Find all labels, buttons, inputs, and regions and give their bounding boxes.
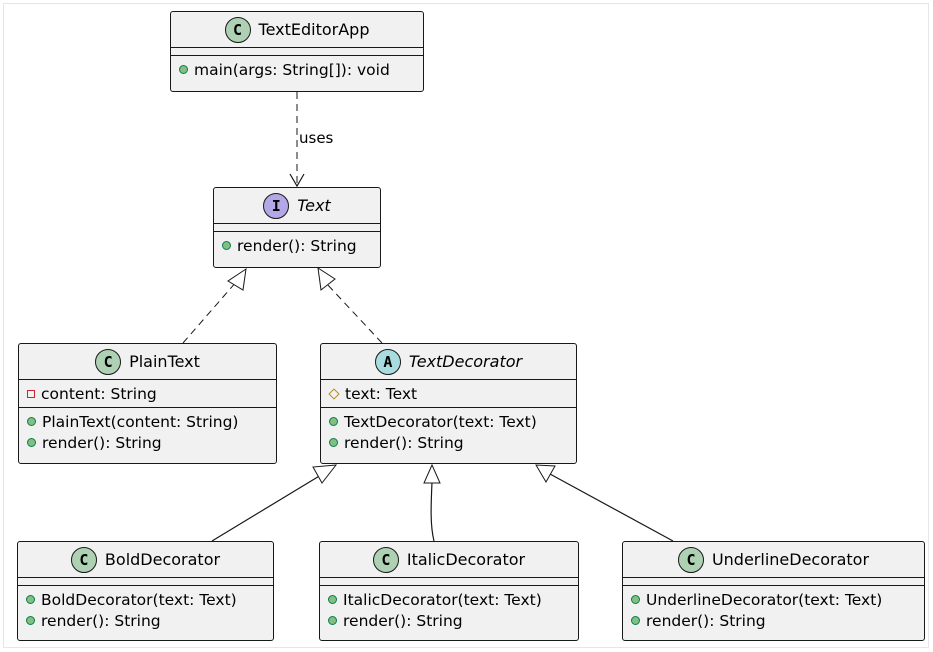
- class-name: Text: [297, 196, 331, 215]
- field-text: content: String: [41, 384, 157, 403]
- class-name: TextDecorator: [408, 352, 523, 371]
- methods-section: BoldDecorator(text: Text) render(): Stri…: [18, 586, 273, 634]
- public-visibility-icon: [27, 417, 36, 426]
- public-visibility-icon: [631, 616, 640, 625]
- fields-section: text: Text: [321, 380, 576, 408]
- class-header: A TextDecorator: [321, 344, 576, 380]
- class-header: C UnderlineDecorator: [623, 542, 924, 578]
- fields-section: [214, 224, 380, 232]
- method-row: render(): String: [329, 432, 568, 453]
- public-visibility-icon: [179, 65, 188, 74]
- class-header: C PlainText: [19, 344, 276, 380]
- method-text: ItalicDecorator(text: Text): [343, 590, 542, 609]
- method-row: render(): String: [631, 610, 916, 631]
- interface-stereotype-icon: I: [263, 192, 290, 219]
- public-visibility-icon: [328, 616, 337, 625]
- class-stereotype-icon: C: [95, 348, 122, 375]
- uses-label: uses: [299, 129, 334, 147]
- method-text: render(): String: [344, 433, 464, 452]
- inheritance-triangle: [423, 463, 441, 484]
- abstract-class-text-decorator[interactable]: A TextDecorator text: Text TextDecorator…: [320, 343, 577, 464]
- method-text: UnderlineDecorator(text: Text): [646, 590, 883, 609]
- method-text: TextDecorator(text: Text): [344, 412, 537, 431]
- public-visibility-icon: [329, 417, 338, 426]
- class-stereotype-icon: C: [70, 546, 97, 573]
- edge-textdecorator-realizes-text: [325, 282, 383, 344]
- public-visibility-icon: [329, 438, 338, 447]
- interface-text[interactable]: I Text render(): String: [213, 187, 381, 268]
- class-stereotype-icon: C: [372, 546, 399, 573]
- class-name: TextEditorApp: [258, 20, 370, 39]
- fields-section: [18, 578, 273, 586]
- class-header: C TextEditorApp: [171, 12, 423, 48]
- edge-italic-extends-decorator: [430, 481, 435, 542]
- field-text: text: Text: [345, 384, 418, 403]
- public-visibility-icon: [26, 616, 35, 625]
- fields-section: [171, 48, 423, 56]
- class-header: I Text: [214, 188, 380, 224]
- method-text: BoldDecorator(text: Text): [41, 590, 237, 609]
- fields-section: [623, 578, 924, 586]
- edge-underline-extends-decorator: [549, 473, 674, 542]
- fields-section: content: String: [19, 380, 276, 408]
- method-row: UnderlineDecorator(text: Text): [631, 589, 916, 610]
- method-text: render(): String: [646, 611, 766, 630]
- class-name: BoldDecorator: [104, 550, 221, 569]
- methods-section: UnderlineDecorator(text: Text) render():…: [623, 586, 924, 634]
- public-visibility-icon: [328, 595, 337, 604]
- protected-visibility-icon: [328, 387, 340, 400]
- class-stereotype-icon: C: [224, 16, 251, 43]
- class-header: C BoldDecorator: [18, 542, 273, 578]
- method-text: PlainText(content: String): [42, 412, 239, 431]
- field-row: text: Text: [328, 383, 568, 404]
- class-header: C ItalicDecorator: [320, 542, 578, 578]
- method-row: PlainText(content: String): [27, 411, 268, 432]
- methods-section: ItalicDecorator(text: Text) render(): St…: [320, 586, 578, 634]
- methods-section: render(): String: [214, 232, 380, 259]
- method-row: ItalicDecorator(text: Text): [328, 589, 570, 610]
- abstract-stereotype-icon: A: [374, 348, 401, 375]
- method-text: render(): String: [237, 236, 357, 255]
- method-row: render(): String: [328, 610, 570, 631]
- arrowhead-open: [289, 173, 305, 188]
- inheritance-triangle: [535, 464, 556, 484]
- realization-triangle: [317, 266, 336, 291]
- edge-bold-extends-decorator: [211, 474, 322, 542]
- method-row: render(): String: [27, 432, 268, 453]
- realization-triangle: [227, 267, 247, 291]
- inheritance-triangle: [312, 464, 338, 484]
- methods-section: TextDecorator(text: Text) render(): Stri…: [321, 408, 576, 456]
- class-underline-decorator[interactable]: C UnderlineDecorator UnderlineDecorator(…: [622, 541, 925, 641]
- method-row: TextDecorator(text: Text): [329, 411, 568, 432]
- class-italic-decorator[interactable]: C ItalicDecorator ItalicDecorator(text: …: [319, 541, 579, 641]
- method-row: render(): String: [222, 235, 372, 256]
- fields-section: [320, 578, 578, 586]
- class-name: UnderlineDecorator: [711, 550, 870, 569]
- method-row: BoldDecorator(text: Text): [26, 589, 265, 610]
- diagram-frame: [3, 3, 929, 648]
- class-text-editor-app[interactable]: C TextEditorApp main(args: String[]): vo…: [170, 11, 424, 92]
- edge-plaintext-realizes-text: [182, 280, 238, 344]
- methods-section: main(args: String[]): void: [171, 56, 423, 83]
- public-visibility-icon: [222, 241, 231, 250]
- public-visibility-icon: [27, 438, 36, 447]
- private-visibility-icon: [27, 389, 35, 398]
- class-stereotype-icon: C: [677, 546, 704, 573]
- field-row: content: String: [27, 383, 268, 404]
- method-row: render(): String: [26, 610, 265, 631]
- method-text: render(): String: [343, 611, 463, 630]
- methods-section: PlainText(content: String) render(): Str…: [19, 408, 276, 456]
- public-visibility-icon: [26, 595, 35, 604]
- class-name: ItalicDecorator: [406, 550, 526, 569]
- method-text: main(args: String[]): void: [194, 60, 390, 79]
- class-plain-text[interactable]: C PlainText content: String PlainText(co…: [18, 343, 277, 464]
- public-visibility-icon: [631, 595, 640, 604]
- class-name: PlainText: [129, 352, 200, 371]
- method-text: render(): String: [42, 433, 162, 452]
- method-text: render(): String: [41, 611, 161, 630]
- method-row: main(args: String[]): void: [179, 59, 415, 80]
- class-bold-decorator[interactable]: C BoldDecorator BoldDecorator(text: Text…: [17, 541, 274, 641]
